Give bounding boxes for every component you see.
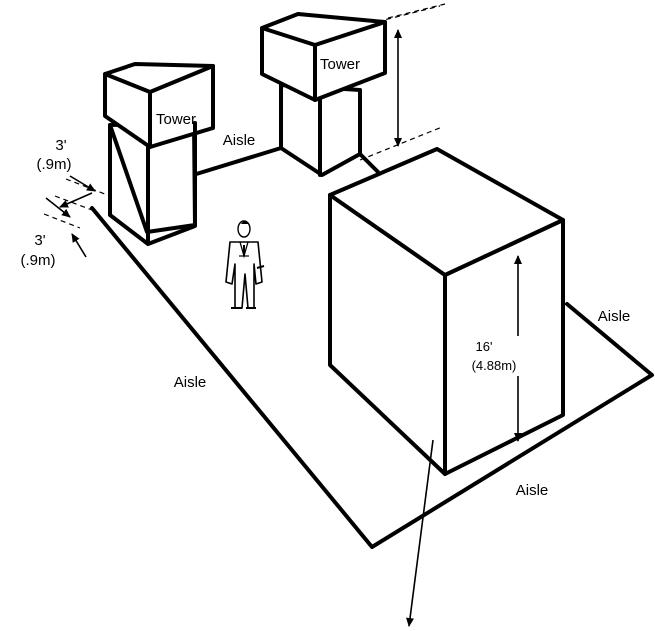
tower-right-label: Tower <box>320 56 360 73</box>
side-clearance-dimension: 3' (.9m) 3' (.9m) <box>21 137 111 269</box>
dim-lower-ft: 3' <box>34 232 45 249</box>
back-aisle-edge-right <box>358 152 380 174</box>
dim-upper-ft: 3' <box>55 137 66 154</box>
clearance-dash-bottom <box>359 126 443 161</box>
person-figure-icon <box>225 220 265 309</box>
tower-left-label: Tower <box>156 111 196 128</box>
aisle-label-top: Aisle <box>223 132 256 149</box>
tower-right: Tower <box>260 12 387 177</box>
storage-block <box>328 147 565 476</box>
dim-lower-m: (.9m) <box>21 252 56 269</box>
height-ft-label: 16' <box>476 339 493 354</box>
floor-outline <box>90 206 654 549</box>
clearance-dash-top-2 <box>387 3 446 19</box>
tower-left-outline <box>108 121 197 246</box>
aisle-label-left: Aisle <box>174 374 207 391</box>
aisle-label-bottom: Aisle <box>516 482 549 499</box>
height-m-label: (4.88m) <box>472 358 517 373</box>
pointer-arrow <box>406 439 434 627</box>
tower-left: Tower <box>103 62 215 245</box>
back-aisle-edge <box>191 146 283 177</box>
aisle-label-right: Aisle <box>598 308 631 325</box>
dim-upper-m: (.9m) <box>37 156 72 173</box>
